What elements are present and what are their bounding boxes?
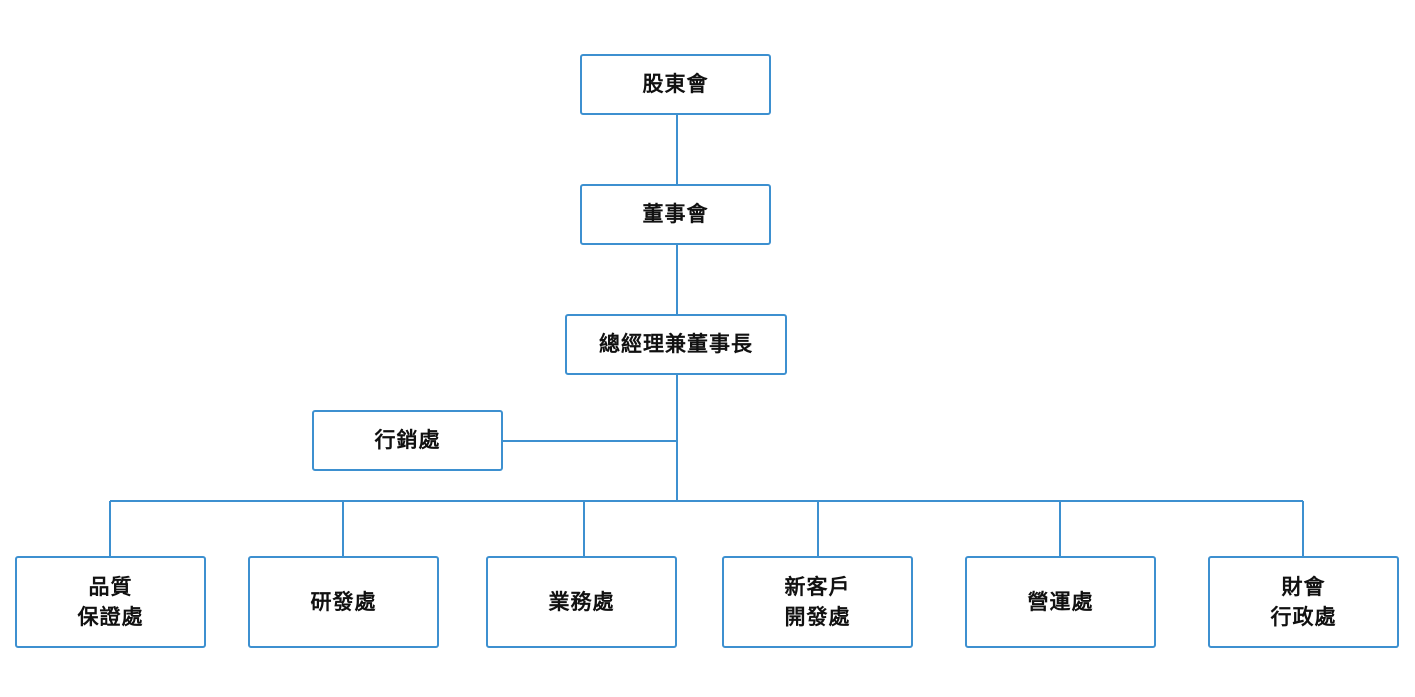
node-label-line: 行銷處: [374, 428, 441, 453]
node-label: 新客戶 開發處: [785, 572, 851, 633]
node-label-line: 財會: [1281, 574, 1326, 599]
node-label: 股東會: [643, 69, 709, 99]
node-new-customer-dev: 新客戶 開發處: [722, 556, 913, 648]
node-shareholders: 股東會: [580, 54, 771, 115]
node-board: 董事會: [580, 184, 771, 245]
node-label-line: 開發處: [784, 605, 851, 629]
node-label-line: 品質: [88, 574, 133, 599]
node-finance-admin: 財會 行政處: [1208, 556, 1399, 648]
node-gm-chairman: 總經理兼董事長: [565, 314, 787, 375]
node-label-line: 行政處: [1270, 605, 1337, 629]
node-label: 總經理兼董事長: [599, 329, 753, 359]
node-label-line: 總經理兼董事長: [599, 332, 753, 357]
node-label: 業務處: [549, 587, 615, 617]
node-label-line: 業務處: [548, 589, 615, 614]
node-label: 董事會: [643, 199, 709, 229]
node-label: 行銷處: [375, 425, 441, 455]
node-quality-assurance: 品質 保證處: [15, 556, 206, 648]
node-rnd: 研發處: [248, 556, 439, 648]
node-label: 財會 行政處: [1271, 572, 1337, 633]
node-marketing: 行銷處: [312, 410, 503, 471]
node-label-line: 新客戶: [784, 574, 851, 599]
node-sales: 業務處: [486, 556, 677, 648]
node-label: 品質 保證處: [78, 572, 144, 633]
node-label-line: 研發處: [310, 589, 377, 614]
node-label-line: 董事會: [642, 202, 709, 227]
node-label: 研發處: [311, 587, 377, 617]
node-label-line: 營運處: [1027, 589, 1094, 614]
node-label-line: 保證處: [77, 605, 144, 629]
node-operations: 營運處: [965, 556, 1156, 648]
node-label-line: 股東會: [642, 72, 709, 97]
node-label: 營運處: [1028, 587, 1094, 617]
